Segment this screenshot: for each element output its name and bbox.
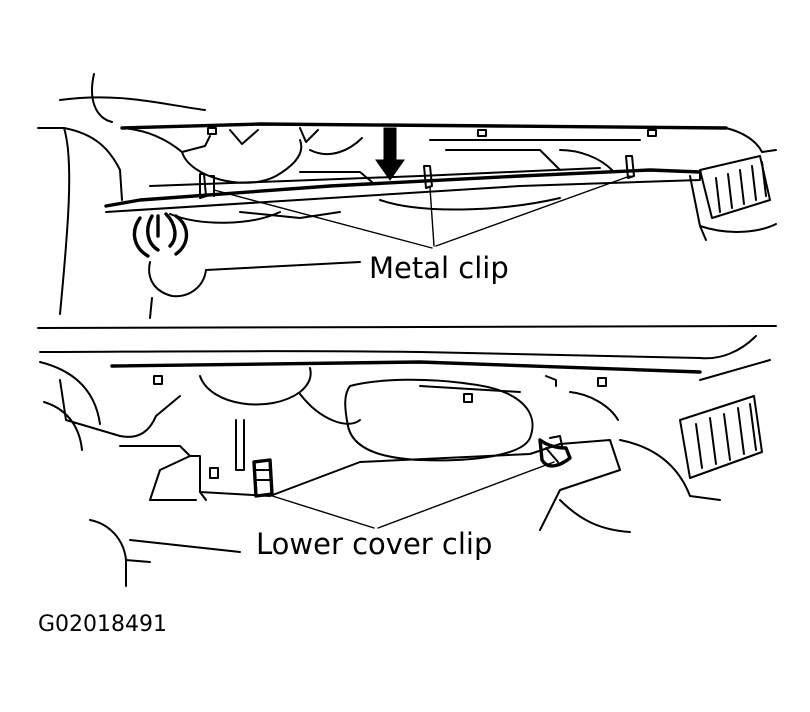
metal-clip-center	[423, 165, 433, 189]
metal-clip-leader-lines	[213, 175, 631, 249]
upper-outline-curve	[59, 73, 206, 123]
lower-left-body	[39, 361, 181, 451]
figure-id: G02018491	[38, 612, 168, 637]
spring-clip-hooks	[132, 212, 189, 258]
metal-clip-label: Metal clip	[369, 251, 509, 285]
cover-panel-front-edge	[104, 168, 702, 208]
view-separator-line	[37, 325, 777, 329]
lower-capsule-duct	[344, 378, 534, 462]
lower-bracket-rod	[235, 419, 245, 471]
lower-right-body	[559, 439, 721, 533]
lower-cover-clip-leader-lines	[265, 461, 555, 529]
upper-vent-housing	[699, 127, 777, 219]
lower-mid-contours	[119, 385, 619, 501]
lower-view	[39, 335, 771, 587]
lower-dash-back-edge	[39, 335, 757, 360]
dash-mid-contours	[299, 139, 641, 183]
lower-cover-clip-label: Lower cover clip	[256, 527, 493, 561]
lower-cover-clip-left	[252, 458, 274, 498]
dash-small-tabs	[207, 127, 657, 137]
lower-round-duct	[199, 367, 361, 425]
dash-rounded-recess	[181, 137, 363, 184]
upper-view	[37, 73, 777, 319]
cover-panel-underside	[169, 197, 561, 224]
lower-vent-louvers	[695, 403, 757, 469]
lower-cover-clip-left-detail	[209, 467, 271, 481]
hand-contour	[148, 261, 361, 319]
dash-front-lip	[121, 127, 319, 153]
lower-cover-plate	[189, 439, 621, 531]
lower-vent-housing	[679, 359, 771, 479]
lower-bottom-left-trim	[89, 519, 241, 587]
upper-left-body	[37, 127, 123, 315]
lower-cover-clip-right-detail	[545, 435, 563, 463]
press-down-arrow	[375, 127, 405, 181]
lower-dash-edge	[110, 360, 702, 374]
lower-dash-tabs	[153, 375, 607, 403]
dash-top-edge	[120, 122, 728, 130]
metal-clip-right	[625, 155, 635, 179]
upper-right-body	[689, 175, 777, 241]
upper-vent-louvers	[715, 161, 767, 213]
